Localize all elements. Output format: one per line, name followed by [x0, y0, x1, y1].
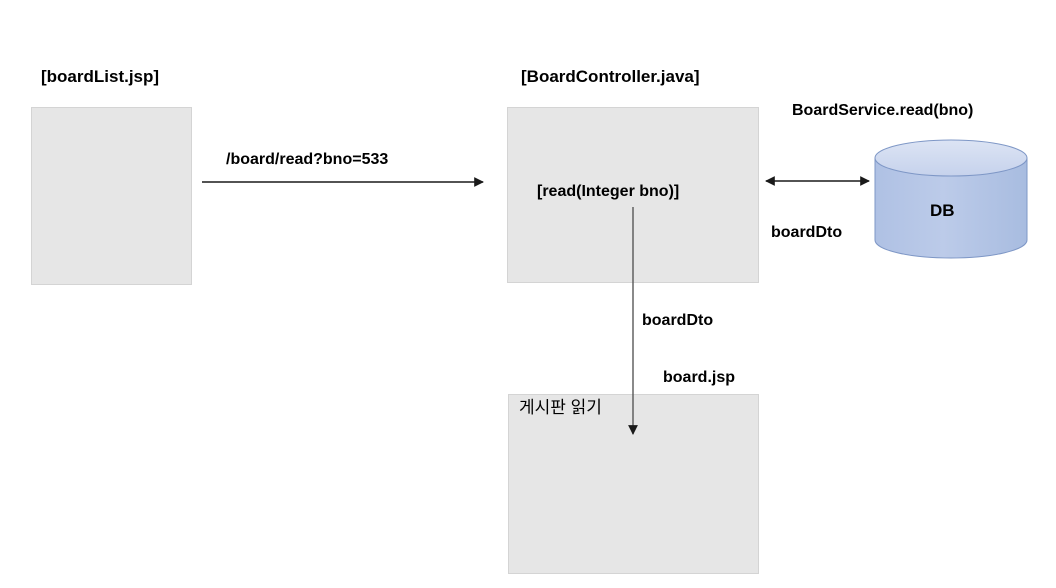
node-controller-title: [BoardController.java] [521, 67, 700, 86]
node-boardjsp-box [508, 394, 759, 574]
node-controller-method-label: [read(Integer bno)] [537, 183, 680, 200]
edge-render-label: boardDto [642, 312, 714, 329]
node-boardlist-title: [boardList.jsp] [41, 67, 160, 86]
node-boardjsp-title: board.jsp [663, 369, 736, 386]
node-boardjsp-body-label: 게시판 읽기 [519, 398, 602, 417]
node-boardlist-box [31, 107, 192, 285]
database-label: DB [930, 201, 955, 220]
edge-request-label: /board/read?bno=533 [226, 151, 389, 168]
node-database-title: BoardService.read(bno) [792, 102, 974, 119]
database-cylinder-shape [874, 139, 1028, 259]
edge-db-access-label: boardDto [771, 224, 843, 241]
